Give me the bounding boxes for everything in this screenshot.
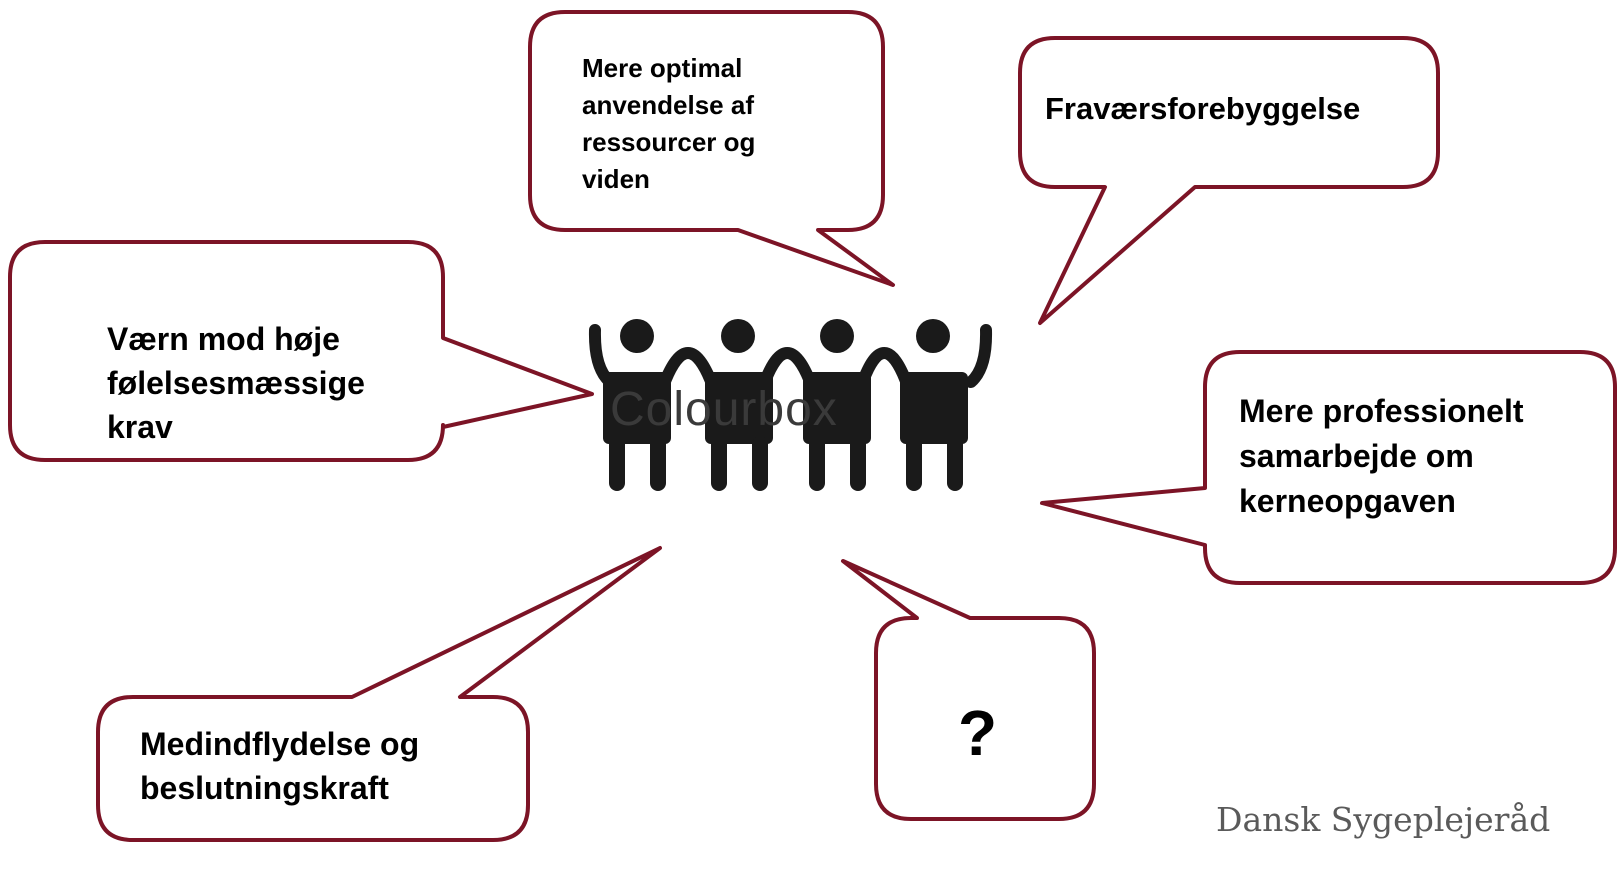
brand-logo: Dansk Sygeplejeråd (1216, 800, 1551, 839)
four-people-holding-hands-icon (588, 319, 993, 491)
bubble-text-unknown: ? (958, 697, 998, 769)
bubble-text-emotional-protection: Værn mod høje følelsesmæssige krav (107, 321, 365, 445)
bubble-text-absence: Fraværsforebyggelse (1045, 91, 1361, 126)
bubble-text-influence: Medindflydelse og beslutningskraft (140, 726, 420, 806)
speech-bubble-unknown (841, 559, 1096, 821)
bubble-text-collaboration: Mere professionelt samarbejde om kerneop… (1239, 393, 1524, 519)
speech-bubble-emotional-protection (8, 240, 594, 462)
bubble-text-resources: Mere optimal anvendelse af ressourcer og… (582, 53, 756, 194)
speech-bubble-resources (528, 10, 895, 287)
speech-bubble-collaboration (1040, 350, 1617, 585)
watermark: Colourbox (610, 383, 838, 436)
speech-bubble-absence (1018, 36, 1440, 325)
speech-bubble-influence (96, 546, 662, 842)
